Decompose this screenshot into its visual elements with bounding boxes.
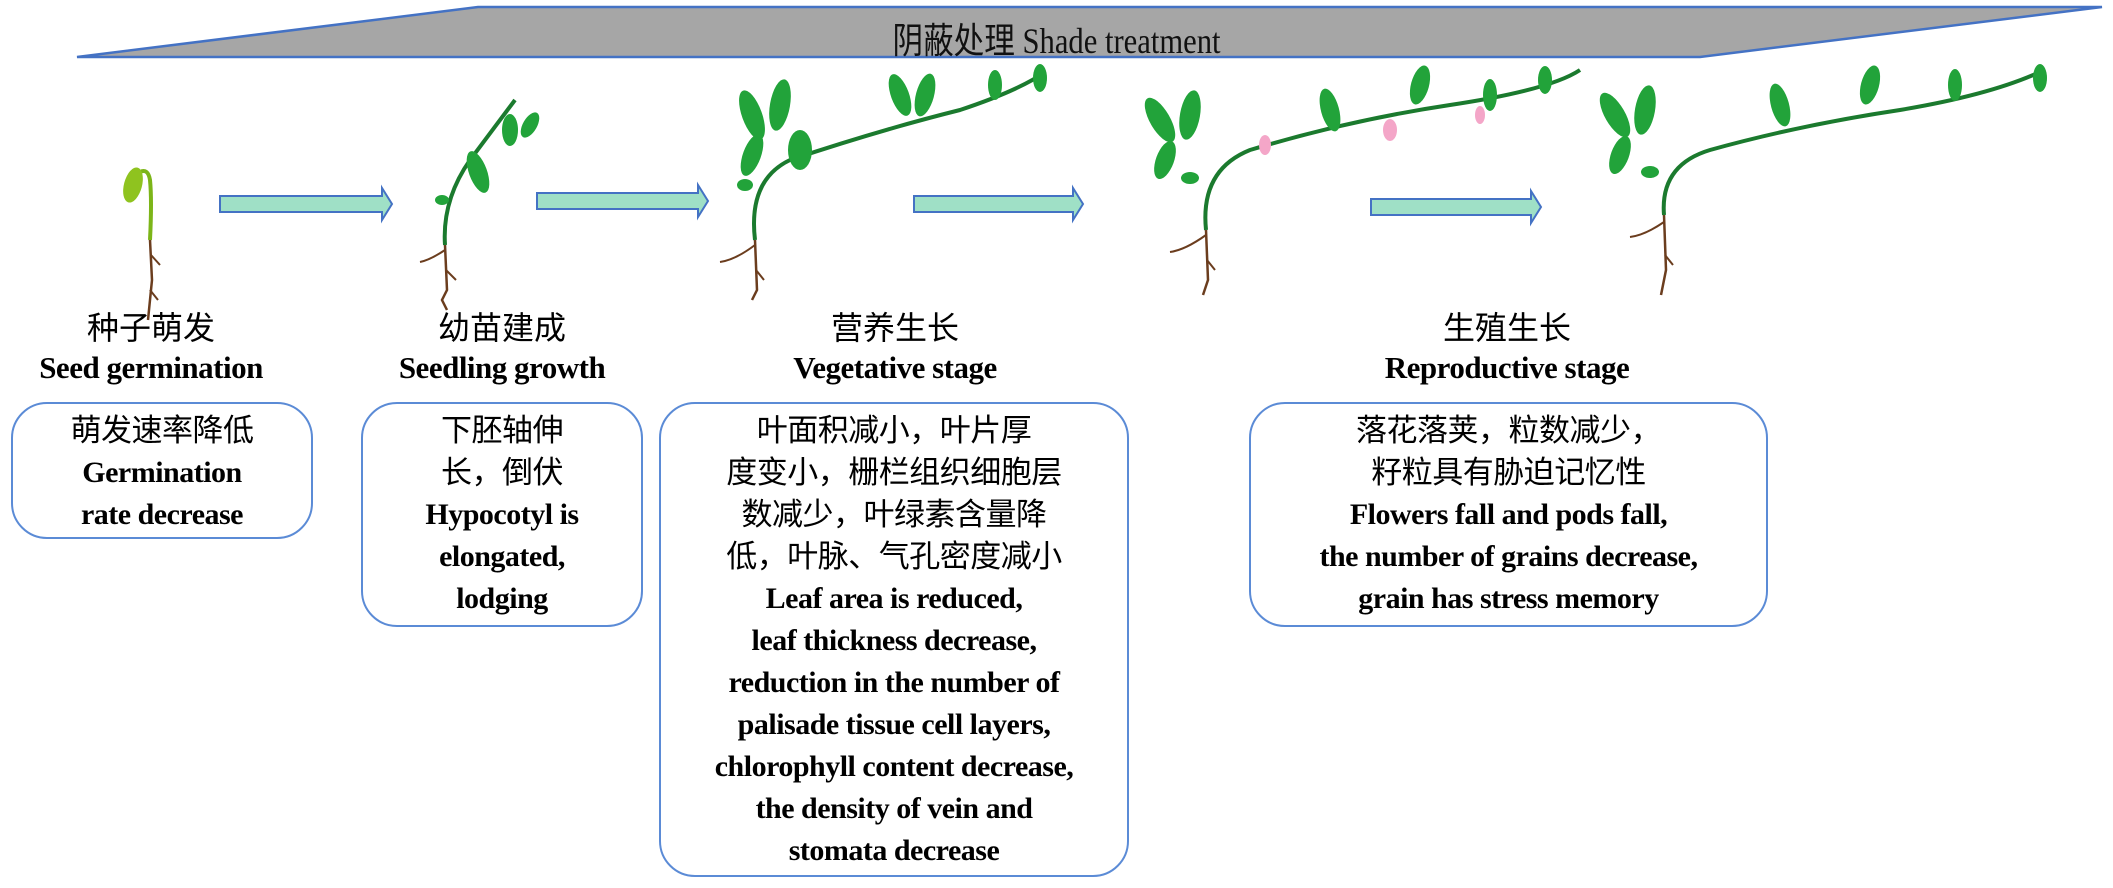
effect-line: 下胚轴伸	[441, 413, 564, 448]
effect-line: 籽粒具有胁迫记忆性	[1371, 455, 1646, 490]
stage-heading-vegetative: 营养生长 Vegetative stage	[700, 308, 1090, 388]
effect-line: 数减少，叶绿素含量降	[741, 497, 1048, 532]
effect-line: 落花落荚，粒数减少，	[1356, 413, 1662, 448]
reproductive-plant-podfall-icon	[1599, 64, 2047, 296]
stage-en: Seedling growth	[398, 350, 606, 385]
effect-line: 萌发速率降低	[70, 413, 255, 448]
shade-banner	[76, 5, 2103, 59]
effect-line: chlorophyll content decrease,	[714, 750, 1074, 783]
effect-line: the density of vein and	[755, 792, 1033, 825]
effects-box-vegetative: 叶面积减小，叶片厚 度变小，栅栏组织细胞层 数减少，叶绿素含量降 低，叶脉、气孔…	[659, 402, 1129, 877]
effect-line: lodging	[456, 582, 548, 615]
effect-line: leaf thickness decrease,	[751, 624, 1037, 657]
stage-zh: 幼苗建成	[437, 310, 566, 346]
effect-line: Germination	[82, 456, 242, 489]
arrow-1	[219, 184, 394, 224]
effect-line: Leaf area is reduced,	[765, 582, 1023, 615]
effect-line: the number of grains decrease,	[1319, 540, 1698, 573]
arrow-4	[1370, 187, 1543, 227]
stage-zh: 生殖生长	[1442, 310, 1571, 346]
banner-title: 阴蔽处理 Shade treatment	[892, 21, 1221, 61]
effect-line: grain has stress memory	[1358, 582, 1659, 615]
seed-sprout-icon	[123, 167, 161, 321]
effect-line: reduction in the number of	[728, 666, 1060, 699]
effect-line: palisade tissue cell layers,	[737, 708, 1051, 741]
stage-en: Seed germination	[39, 350, 263, 385]
effect-line: 长，倒伏	[441, 455, 564, 490]
arrow-3	[913, 184, 1085, 224]
stage-heading-reproductive: 生殖生长 Reproductive stage	[1300, 308, 1714, 388]
stage-zh: 营养生长	[830, 310, 959, 346]
stage-en: Reproductive stage	[1384, 350, 1630, 385]
reproductive-plant-icon	[1144, 65, 1582, 296]
stage-arrows	[219, 181, 1543, 227]
seedling-plant-icon	[419, 98, 540, 311]
flower-icon	[1259, 106, 1485, 155]
effect-line: 低，叶脉、气孔密度减小	[726, 539, 1062, 574]
arrow-2	[536, 181, 710, 221]
vegetative-plant-icon	[719, 64, 1047, 301]
stage-en: Vegetative stage	[793, 350, 997, 385]
effects-box-germination: 萌发速率降低 Germination rate decrease	[11, 402, 313, 539]
stage-zh: 种子萌发	[86, 310, 215, 346]
effect-line: rate decrease	[80, 498, 244, 531]
effect-line: 叶面积减小，叶片厚	[756, 413, 1032, 448]
effect-line: stomata decrease	[788, 834, 1000, 867]
effect-line: Flowers fall and pods fall,	[1349, 498, 1668, 531]
effect-line: Hypocotyl is	[425, 498, 579, 531]
effect-line: elongated,	[439, 540, 565, 573]
stage-heading-germination: 种子萌发 Seed germination	[11, 308, 291, 388]
effects-box-reproductive: 落花落荚，粒数减少， 籽粒具有胁迫记忆性 Flowers fall and po…	[1249, 402, 1768, 627]
stage-heading-seedling: 幼苗建成 Seedling growth	[361, 308, 643, 388]
effects-box-seedling: 下胚轴伸 长，倒伏 Hypocotyl is elongated, lodgin…	[361, 402, 643, 627]
effect-line: 度变小，栅栏组织细胞层	[726, 455, 1062, 490]
